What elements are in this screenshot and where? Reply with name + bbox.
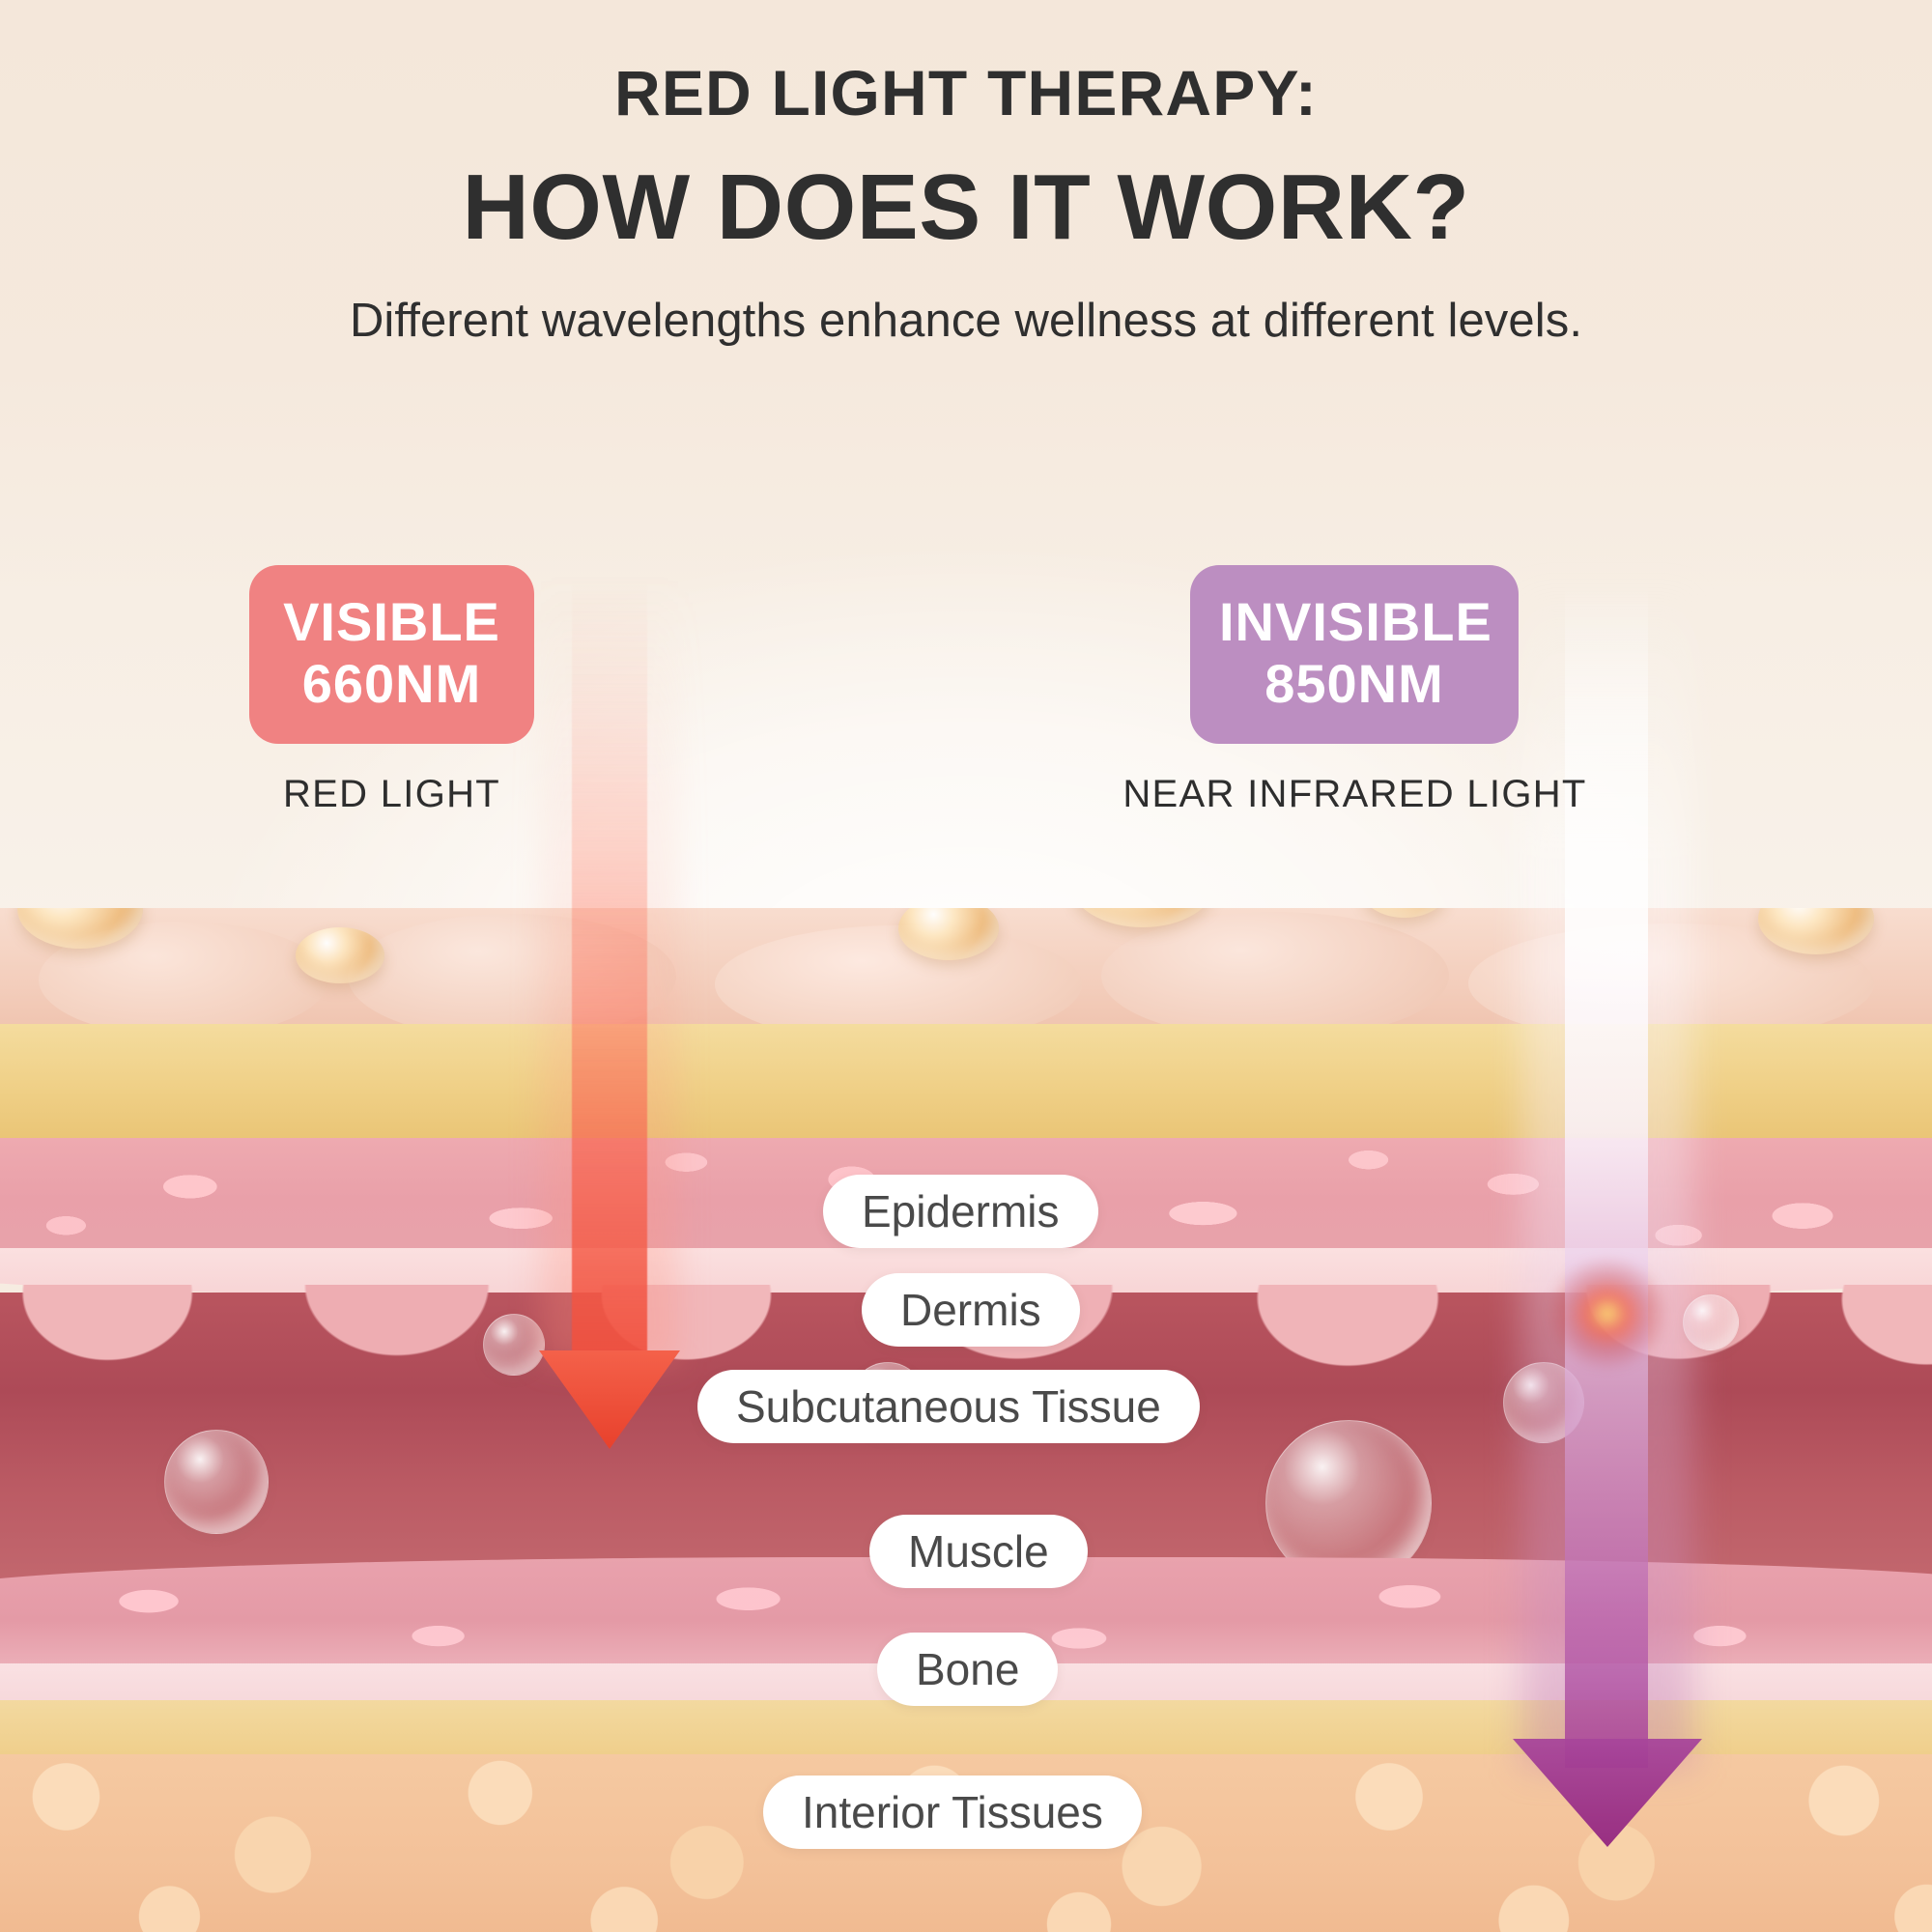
layer-label-bone: Bone [877, 1633, 1059, 1706]
oil-droplet [1362, 908, 1447, 918]
badge-invisible-850nm: INVISIBLE 850NM [1190, 565, 1519, 744]
surface-bump [1101, 912, 1449, 1039]
badge-visible-line2: 660NM [301, 652, 482, 714]
epidermis-slab [0, 1024, 1932, 1145]
layer-label-epidermis: Epidermis [823, 1175, 1098, 1248]
badge-visible-660nm: VISIBLE 660NM [249, 565, 534, 744]
page-subtitle: Different wavelengths enhance wellness a… [349, 294, 1583, 347]
page-title-line1: RED LIGHT THERAPY: [613, 57, 1319, 128]
layer-label-subcutaneous-tissue: Subcutaneous Tissue [697, 1370, 1200, 1443]
badge-visible-line1: VISIBLE [283, 590, 500, 652]
water-bubble [1503, 1362, 1584, 1443]
oil-droplet [296, 927, 384, 983]
water-bubble [483, 1314, 545, 1376]
caption-near-infrared-light: NEAR INFRARED LIGHT [1122, 773, 1587, 815]
surface-bump [715, 925, 1082, 1043]
water-bubble [1683, 1294, 1739, 1350]
layer-label-dermis: Dermis [862, 1273, 1080, 1347]
oil-droplet [898, 908, 999, 960]
surface-bump [348, 914, 676, 1039]
header-block: RED LIGHT THERAPY: HOW DOES IT WORK? Dif… [0, 0, 1932, 348]
layer-label-interior-tissues: Interior Tissues [763, 1776, 1142, 1849]
badge-invisible-line2: 850NM [1264, 652, 1444, 714]
layer-label-muscle: Muscle [869, 1515, 1088, 1588]
page-title-line2: HOW DOES IT WORK? [462, 155, 1470, 259]
caption-red-light: RED LIGHT [282, 773, 501, 815]
water-bubble [164, 1430, 269, 1534]
badge-invisible-line1: INVISIBLE [1219, 590, 1492, 652]
